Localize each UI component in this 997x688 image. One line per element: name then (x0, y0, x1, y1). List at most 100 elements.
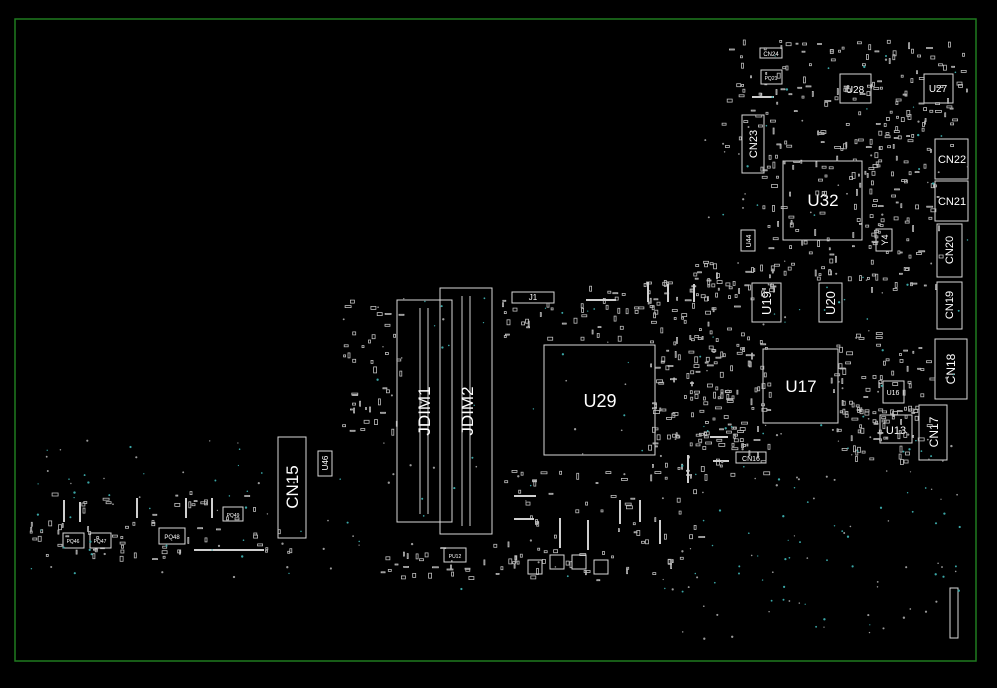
smd-pad (610, 494, 617, 498)
cn15-connector[interactable]: CN15 (277, 436, 307, 539)
smd-pad (904, 414, 908, 419)
via (783, 585, 786, 589)
j1-connector[interactable]: J1 (511, 291, 555, 304)
smd-pad (872, 163, 879, 168)
via (103, 477, 105, 480)
smd-pad (779, 40, 783, 43)
smd-pad (906, 217, 910, 222)
jdim2-slot[interactable]: JDIM2 (439, 287, 493, 535)
via (724, 427, 727, 430)
smd-pad (75, 549, 78, 555)
smd-pad (763, 372, 767, 378)
cn23-connector[interactable]: CN23 (741, 114, 765, 174)
pq49-mosfet[interactable]: PQ49 (222, 506, 244, 522)
j1-label: J1 (529, 293, 538, 302)
smd-pad (726, 399, 734, 403)
cn24-connector[interactable]: CN24 (759, 47, 783, 59)
jdim1-slot[interactable]: JDIM1 (396, 299, 453, 523)
smd-pad (780, 206, 788, 210)
smd-pad (535, 520, 539, 524)
pq46-mosfet[interactable]: PQ46 (62, 532, 85, 549)
cn18-connector[interactable]: CN18 (934, 338, 968, 400)
smd-pad (707, 278, 711, 286)
smd-pad (611, 555, 614, 559)
u44-chip[interactable]: U44 (740, 229, 756, 252)
pu12-regulator[interactable]: PU12 (443, 547, 467, 563)
u16-chip[interactable]: U16 (882, 380, 905, 404)
smd-pad (808, 251, 813, 255)
via (182, 471, 185, 474)
u17-chip[interactable]: U17 (762, 348, 839, 424)
via (902, 450, 905, 453)
smd-pad (607, 290, 612, 294)
pq21-mosfet[interactable]: PQ21 (760, 69, 783, 85)
via (765, 124, 768, 127)
smd-pad (739, 427, 746, 431)
cn20-connector[interactable]: CN20 (936, 223, 963, 278)
smd-pad (654, 309, 659, 315)
smd-pad (772, 237, 779, 241)
smd-pad (760, 343, 767, 346)
smd-pad (504, 333, 510, 336)
cn17-connector[interactable]: CN17 (918, 404, 948, 461)
smd-pad (949, 107, 954, 110)
cn22-connector[interactable]: CN22 (934, 138, 969, 180)
smd-pad (602, 551, 605, 555)
u29-chip[interactable]: U29 (543, 344, 656, 456)
cn16-connector[interactable]: CN16 (735, 451, 767, 464)
smd-pad (204, 537, 208, 543)
smd-pad (836, 344, 841, 348)
via (945, 376, 948, 379)
u46-chip[interactable]: U46 (317, 450, 333, 477)
u32-chip[interactable]: U32 (782, 160, 863, 241)
smd-pad (703, 396, 706, 401)
smd-pad (526, 326, 530, 329)
smd-pad (652, 442, 659, 445)
via (566, 575, 569, 578)
pq48-mosfet[interactable]: PQ48 (158, 527, 186, 545)
smd-pad (656, 301, 661, 306)
cn19-connector[interactable]: CN19 (936, 281, 963, 330)
smd-pad (882, 410, 887, 414)
smd-pad (871, 240, 879, 243)
via (659, 454, 662, 458)
via (517, 475, 520, 478)
via (841, 387, 844, 390)
cn21-connector[interactable]: CN21 (934, 180, 969, 222)
smd-pad (869, 214, 874, 219)
smd-pad (854, 203, 857, 210)
via (920, 450, 923, 452)
smd-pad (675, 432, 678, 437)
smd-pad (835, 255, 837, 263)
u27-chip[interactable]: U27 (923, 73, 954, 104)
smd-pad (419, 558, 424, 562)
smd-pad (770, 265, 775, 272)
via (798, 602, 801, 604)
smd-pad (908, 254, 912, 259)
smd-pad (661, 356, 666, 363)
via (934, 522, 938, 525)
smd-pad (506, 319, 511, 326)
smd-pad (865, 387, 871, 392)
via (711, 544, 714, 547)
smd-pad (748, 450, 751, 457)
smd-pad (352, 402, 356, 406)
smd-pad (650, 363, 652, 368)
smd-pad (652, 407, 657, 410)
pq47-mosfet[interactable]: PQ47 (89, 532, 112, 549)
via (587, 310, 589, 312)
smd-pad (774, 263, 780, 267)
smd-pad (935, 102, 940, 105)
smd-pad (859, 275, 862, 282)
via (687, 586, 690, 589)
u20-chip[interactable]: U20 (818, 282, 843, 323)
smd-pad (58, 524, 62, 531)
u19-chip[interactable]: U19 (751, 282, 782, 323)
smd-pad (703, 260, 709, 264)
via (870, 154, 873, 157)
via (376, 378, 379, 381)
y4-crystal[interactable]: Y4 (875, 228, 893, 252)
via (704, 139, 707, 142)
smd-pad (761, 407, 768, 412)
smd-pad (852, 232, 855, 238)
